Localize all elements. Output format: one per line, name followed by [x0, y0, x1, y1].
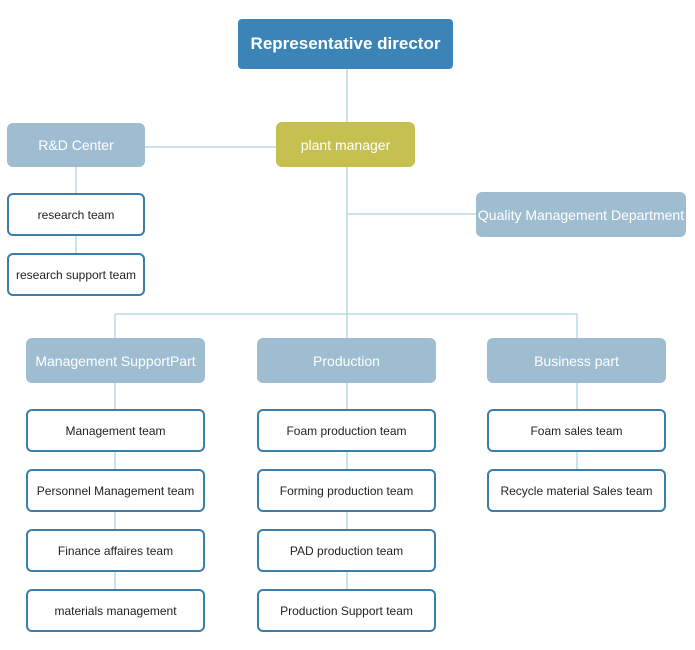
- forming-production-team-box: Forming production team: [257, 469, 436, 512]
- recycle-material-sales-team-box: Recycle material Sales team: [487, 469, 666, 512]
- representative-director-box: Representative director: [238, 19, 453, 69]
- production-support-team-box: Production Support team: [257, 589, 436, 632]
- foam-production-team-box: Foam production team: [257, 409, 436, 452]
- pad-production-team-box: PAD production team: [257, 529, 436, 572]
- management-support-part-box: Management SupportPart: [26, 338, 205, 383]
- foam-sales-team-box: Foam sales team: [487, 409, 666, 452]
- quality-management-department-box: Quality Management Department: [476, 192, 686, 237]
- business-part-box: Business part: [487, 338, 666, 383]
- research-team-box: research team: [7, 193, 145, 236]
- personnel-management-team-box: Personnel Management team: [26, 469, 205, 512]
- materials-management-box: materials management: [26, 589, 205, 632]
- plant-manager-box: plant manager: [276, 122, 415, 167]
- rd-center-box: R&D Center: [7, 123, 145, 167]
- finance-affaires-team-box: Finance affaires team: [26, 529, 205, 572]
- management-team-box: Management team: [26, 409, 205, 452]
- research-support-team-box: research support team: [7, 253, 145, 296]
- production-box: Production: [257, 338, 436, 383]
